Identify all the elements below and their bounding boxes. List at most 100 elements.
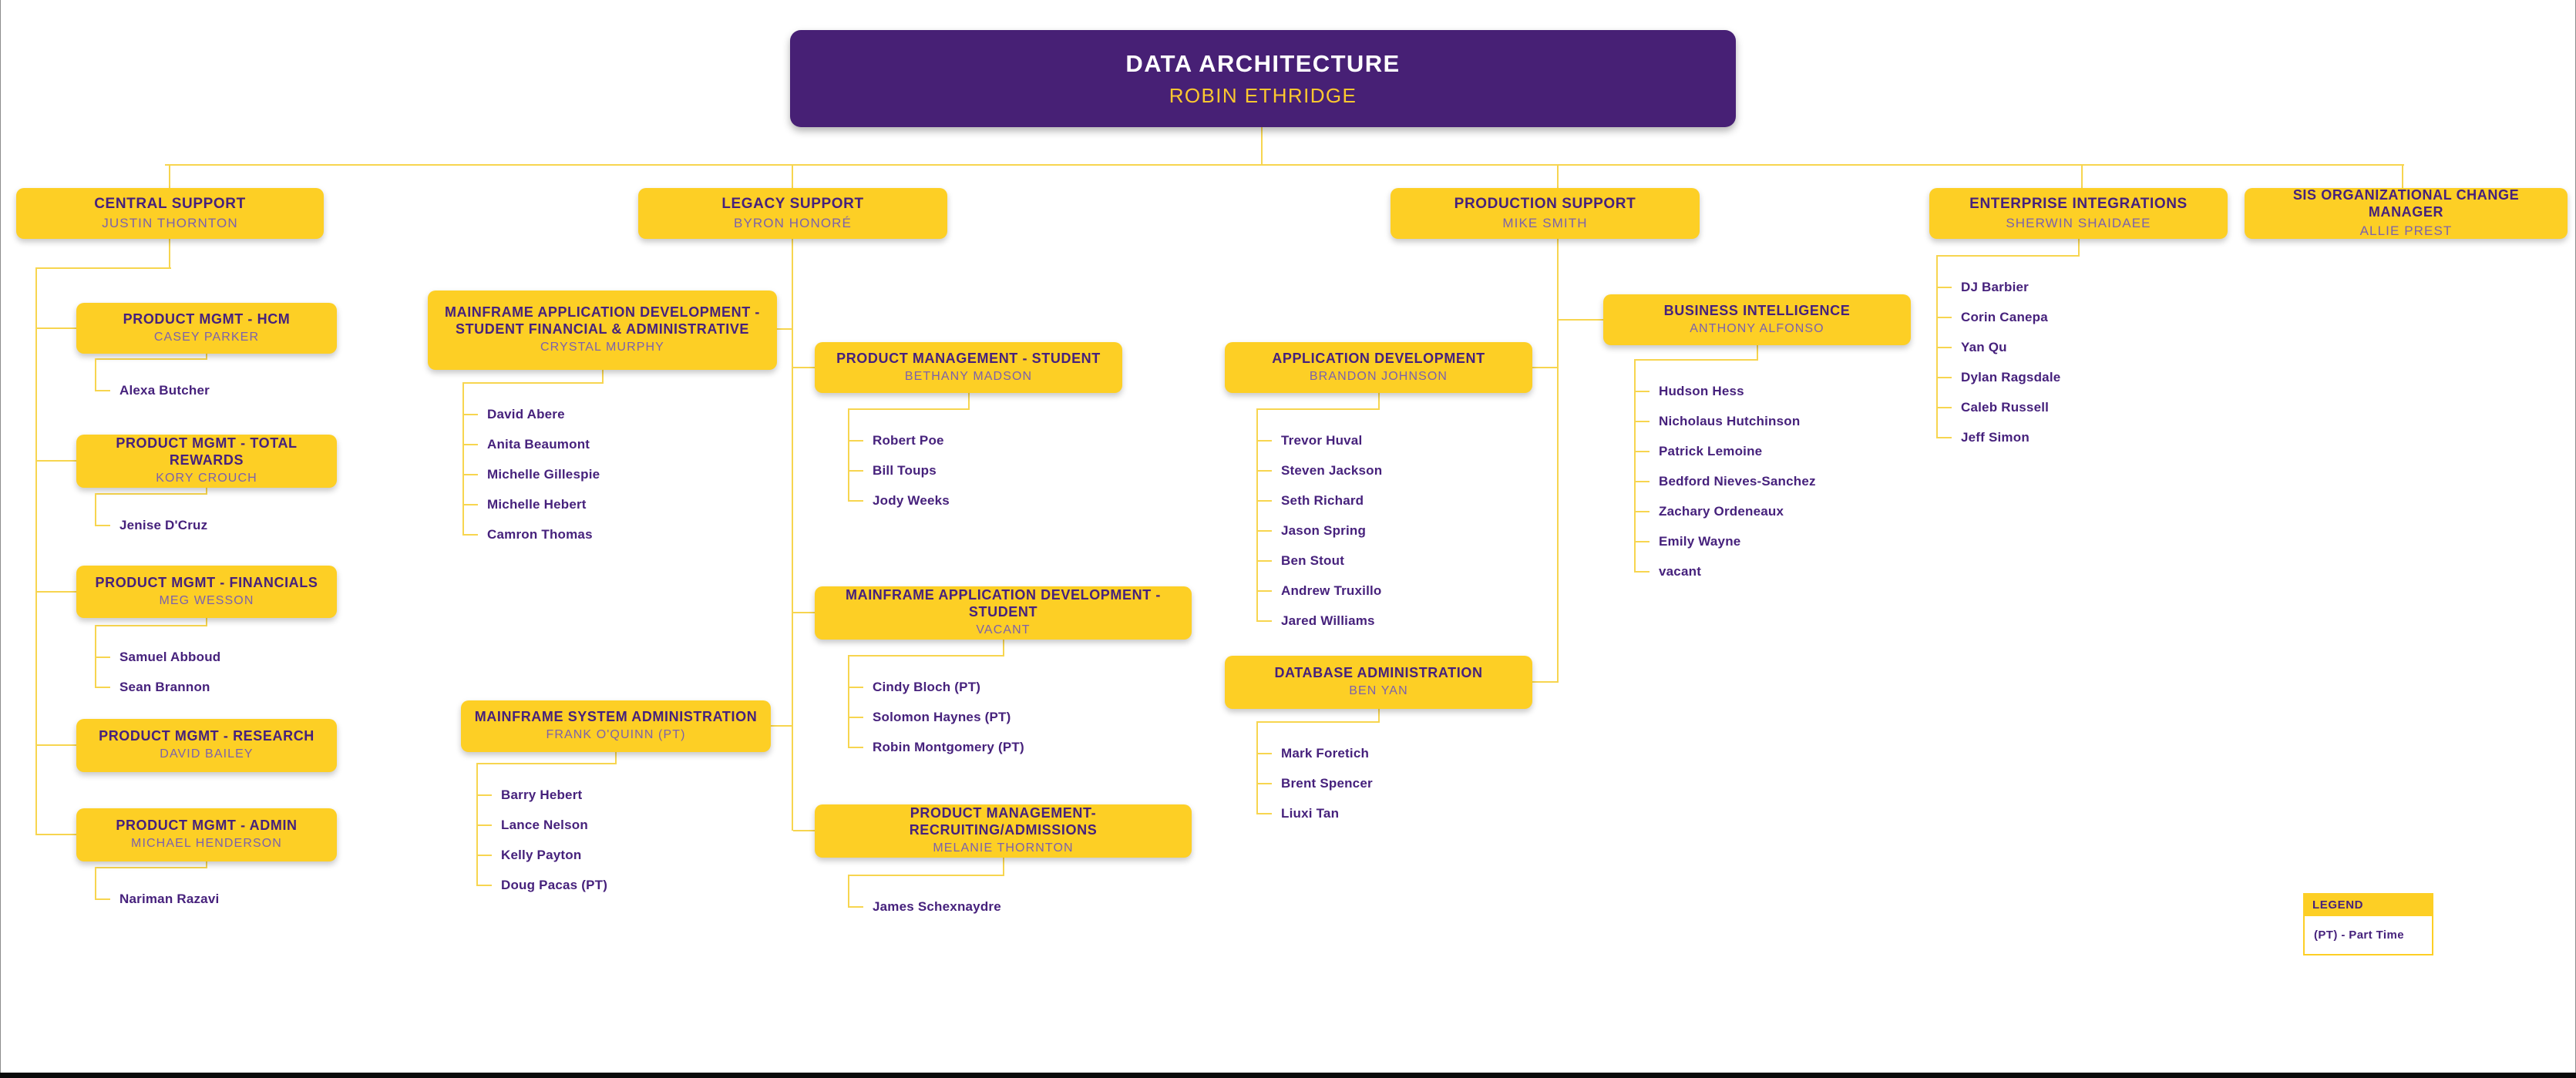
branch-box-central-support: CENTRAL SUPPORT JUSTIN THORNTON — [16, 188, 324, 239]
connector — [615, 752, 617, 764]
report-name: vacant — [1634, 556, 1888, 586]
report-name: Solomon Haynes (PT) — [848, 702, 1102, 732]
branch-title: SIS ORGANIZATIONAL CHANGE MANAGER — [2292, 187, 2520, 220]
root-manager-name: ROBIN ETHRIDGE — [1169, 83, 1357, 107]
team-box-product-management-student: PRODUCT MANAGEMENT - STUDENT BETHANY MAD… — [815, 342, 1122, 393]
report-name: Michelle Gillespie — [462, 459, 717, 489]
report-name: Mark Foretich — [1256, 738, 1511, 768]
connector — [95, 867, 207, 868]
report-name: Corin Canepa — [1936, 302, 2191, 332]
branch-title: LEGACY SUPPORT — [721, 196, 864, 213]
connector — [848, 655, 1004, 657]
team-box-business-intelligence: BUSINESS INTELLIGENCE ANTHONY ALFONSO — [1603, 294, 1911, 345]
connector — [792, 164, 793, 190]
team-box-product-mgmt-hcm: PRODUCT MGMT - HCM CASEY PARKER — [76, 303, 337, 354]
team-manager-name: BEN YAN — [1349, 684, 1408, 698]
connector — [1256, 408, 1379, 410]
team-manager-name: BETHANY MADSON — [904, 369, 1033, 383]
branch-manager-name: BYRON HONORÉ — [734, 215, 852, 230]
report-name: Robert Poe — [848, 425, 1102, 455]
team-manager-name: FRANK O'QUINN (PT) — [546, 728, 686, 742]
report-name: Liuxi Tan — [1256, 798, 1511, 828]
connector — [777, 328, 793, 330]
connector — [602, 370, 604, 384]
connector — [1256, 721, 1379, 723]
team-manager-name: VACANT — [976, 623, 1031, 637]
legend-header: LEGEND — [2303, 893, 2433, 916]
report-name: Anita Beaumont — [462, 429, 717, 459]
connector — [2081, 164, 2083, 190]
connector — [1557, 239, 1559, 683]
report-name: David Abere — [462, 399, 717, 429]
team-title: APPLICATION DEVELOPMENT — [1272, 350, 1485, 366]
connector — [793, 367, 815, 368]
report-name: Yan Qu — [1936, 332, 2191, 362]
report-name: Andrew Truxillo — [1256, 576, 1511, 606]
connector — [95, 493, 207, 495]
team-box-product-management-recruiting-admissions: PRODUCT MANAGEMENT- RECRUITING/ADMISSION… — [815, 804, 1192, 858]
team-title: PRODUCT MGMT - ADMIN — [116, 818, 298, 834]
connector — [792, 239, 793, 831]
team-box-product-mgmt-financials: PRODUCT MGMT - FINANCIALS MEG WESSON — [76, 566, 337, 618]
branch-box-legacy-support: LEGACY SUPPORT BYRON HONORÉ — [638, 188, 947, 239]
connector — [771, 725, 793, 727]
bottom-border-bar — [0, 1073, 2576, 1078]
report-name: Doug Pacas (PT) — [476, 870, 731, 900]
team-box-product-mgmt-admin: PRODUCT MGMT - ADMIN MICHAEL HENDERSON — [76, 808, 337, 861]
team-title: MAINFRAME APPLICATION DEVELOPMENT - STUD… — [445, 304, 760, 338]
report-name: Alexa Butcher — [95, 375, 349, 405]
connector — [1634, 359, 1757, 361]
report-name: Patrick Lemoine — [1634, 436, 1888, 466]
connector — [35, 744, 76, 746]
report-name: Michelle Hebert — [462, 489, 717, 519]
connector — [1003, 640, 1004, 657]
team-manager-name: ANTHONY ALFONSO — [1690, 321, 1824, 335]
connector — [1003, 858, 1004, 876]
connector — [2078, 239, 2080, 257]
report-name: Trevor Huval — [1256, 425, 1511, 455]
report-name: Bill Toups — [848, 455, 1102, 485]
team-box-mainframe-system-administration: MAINFRAME SYSTEM ADMINISTRATION FRANK O'… — [461, 700, 771, 752]
team-title: PRODUCT MGMT - RESEARCH — [99, 728, 314, 744]
team-title: DATABASE ADMINISTRATION — [1274, 665, 1483, 681]
connector — [793, 830, 815, 831]
report-name: Ben Stout — [1256, 546, 1511, 576]
branch-manager-name: SHERWIN SHAIDAEE — [2006, 215, 2151, 230]
report-name: Camron Thomas — [462, 519, 717, 549]
root-box-data-architecture: DATA ARCHITECTURE ROBIN ETHRIDGE — [790, 30, 1736, 127]
connector — [1532, 681, 1559, 683]
connector — [35, 591, 76, 593]
report-name: Steven Jackson — [1256, 455, 1511, 485]
report-name: DJ Barbier — [1936, 272, 2191, 302]
connector — [35, 267, 171, 269]
report-name: Emily Wayne — [1634, 526, 1888, 556]
legend-entry: (PT) - Part Time — [2314, 929, 2404, 942]
report-name: Kelly Payton — [476, 840, 731, 870]
connector — [169, 239, 170, 268]
connector — [95, 625, 207, 626]
report-name: Samuel Abboud — [95, 642, 349, 672]
root-title: DATA ARCHITECTURE — [1125, 49, 1401, 77]
team-manager-name: MELANIE THORNTON — [933, 841, 1074, 855]
branch-manager-name: MIKE SMITH — [1502, 215, 1588, 230]
connector — [1378, 709, 1380, 723]
team-manager-name: KORY CROUCH — [156, 472, 257, 485]
connector — [1532, 367, 1559, 368]
team-box-mainframe-app-dev-student-financial-admin: MAINFRAME APPLICATION DEVELOPMENT - STUD… — [428, 290, 777, 370]
team-manager-name: BRANDON JOHNSON — [1309, 369, 1448, 383]
report-name: James Schexnaydre — [848, 892, 1102, 922]
team-manager-name: MICHAEL HENDERSON — [131, 837, 282, 851]
connector — [206, 488, 207, 495]
report-name: Nicholaus Hutchinson — [1634, 406, 1888, 436]
branch-box-production-support: PRODUCTION SUPPORT MIKE SMITH — [1391, 188, 1700, 239]
branch-box-enterprise-integrations: ENTERPRISE INTEGRATIONS SHERWIN SHAIDAEE — [1929, 188, 2228, 239]
team-box-database-administration: DATABASE ADMINISTRATION BEN YAN — [1225, 656, 1532, 709]
report-name: Jared Williams — [1256, 606, 1511, 636]
team-box-product-mgmt-research: PRODUCT MGMT - RESEARCH DAVID BAILEY — [76, 719, 337, 772]
report-name: Lance Nelson — [476, 810, 731, 840]
team-manager-name: MEG WESSON — [159, 593, 254, 607]
team-title: PRODUCT MGMT - HCM — [123, 311, 291, 327]
connector — [2402, 164, 2403, 190]
report-name: Robin Montgomery (PT) — [848, 732, 1102, 762]
connector — [968, 393, 970, 410]
